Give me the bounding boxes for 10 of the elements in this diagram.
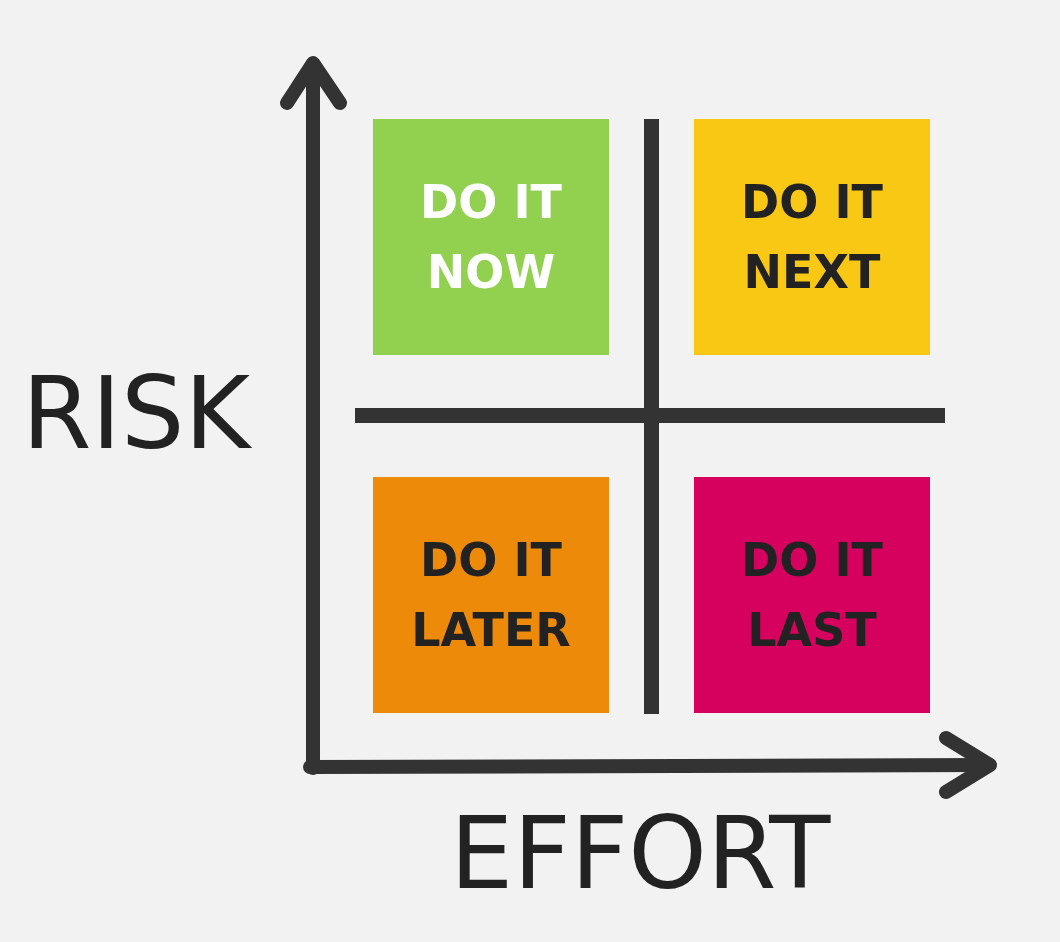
quadrant-label: DO IT LAST [740, 532, 884, 659]
quadrant-box [373, 477, 609, 713]
quadrant-label: DO IT NEXT [740, 174, 884, 301]
quadrant-box [694, 477, 930, 713]
quadrant-label: DO IT NOW [419, 174, 563, 301]
axis-title: EFFORT [450, 795, 831, 912]
axis-title: RISK [22, 355, 251, 472]
quadrant-box [694, 119, 930, 355]
quadrant-label: DO IT LATER [410, 532, 572, 659]
quadrant-box [373, 119, 609, 355]
